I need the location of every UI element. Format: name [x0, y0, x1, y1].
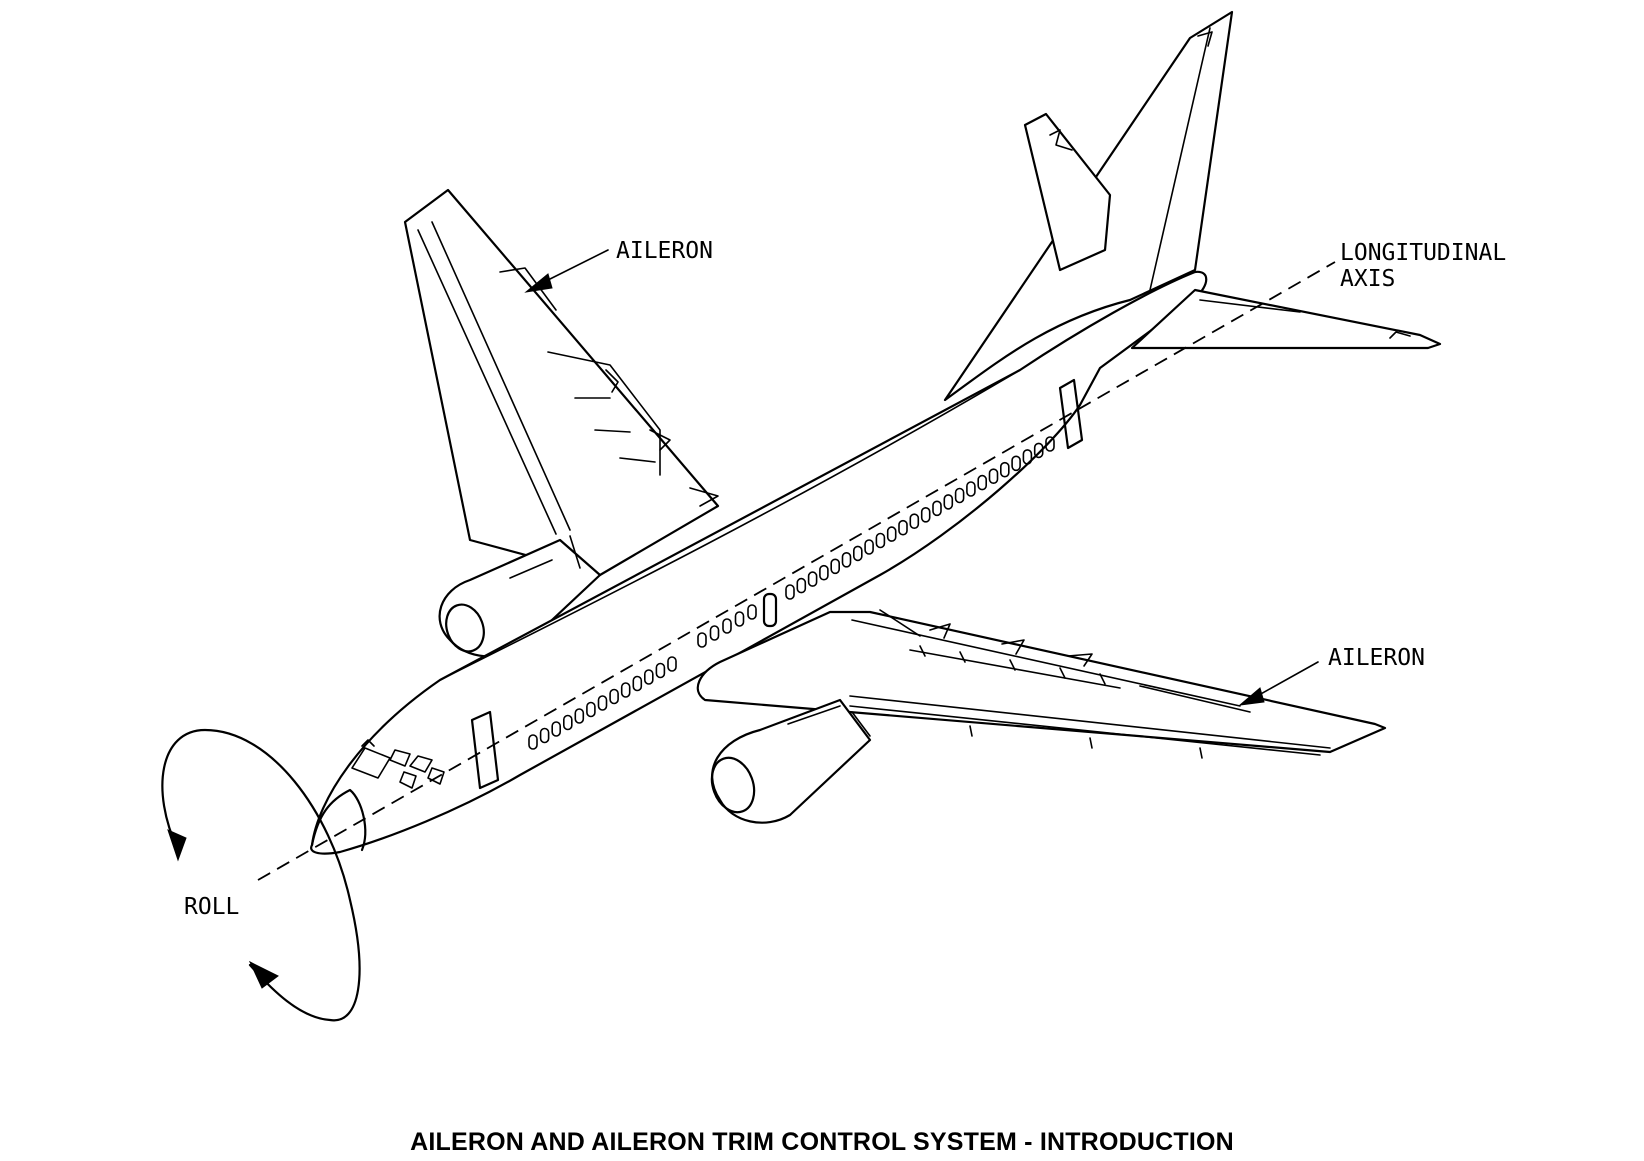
cabin-window [655, 662, 666, 679]
cabin-window [1022, 449, 1033, 465]
cabin-window [667, 656, 677, 672]
cabin-window [632, 675, 643, 692]
cabin-window [796, 577, 807, 594]
left-horizontal-stabilizer [1023, 112, 1112, 272]
longitudinal-axis-label-line2: AXIS [1340, 266, 1395, 292]
cabin-window [597, 695, 608, 711]
cabin-window [988, 468, 999, 485]
cabin-window [807, 571, 818, 587]
cabin-window [1045, 436, 1055, 452]
right-wing [696, 609, 1387, 759]
cabin-window [886, 526, 897, 542]
right-horizontal-stabilizer [1130, 288, 1442, 350]
cabin-window [574, 708, 585, 724]
roll-arrow [161, 728, 361, 1022]
cabin-window [586, 701, 596, 718]
cabin-window [977, 474, 988, 491]
roll-arrowhead-upper [167, 829, 187, 862]
cabin-window [864, 539, 874, 555]
cabin-window [722, 618, 732, 634]
aileron-lower-leader [1238, 661, 1319, 706]
cabin-windows [528, 436, 1055, 750]
right-engine [710, 698, 872, 824]
aileron-lower-label: AILERON [1328, 645, 1425, 671]
figure-title: AILERON AND AILERON TRIM CONTROL SYSTEM … [410, 1128, 1234, 1156]
cabin-window [709, 625, 720, 641]
cabin-window [528, 734, 538, 750]
cabin-window [697, 632, 707, 648]
aileron-upper-label: AILERON [616, 238, 713, 264]
cabin-window [1033, 442, 1044, 459]
cabin-window [747, 604, 757, 620]
cabin-window [943, 494, 954, 510]
left-engine [438, 535, 602, 658]
cabin-window [898, 519, 908, 536]
cabin-window [875, 532, 886, 549]
cabin-window [643, 669, 654, 685]
cabin-window [562, 714, 573, 731]
cabin-window [551, 721, 562, 737]
fuselage [310, 270, 1208, 855]
cabin-window [734, 611, 745, 627]
cabin-window [932, 500, 942, 517]
cabin-window [852, 545, 863, 562]
cabin-window [609, 688, 619, 705]
cabin-window [920, 506, 931, 523]
cabin-window [785, 584, 795, 600]
cabin-window [841, 551, 852, 568]
cabin-window [966, 481, 976, 497]
cabin-window [539, 727, 550, 744]
cabin-window [830, 558, 841, 575]
cabin-window [954, 487, 965, 504]
cabin-window [909, 513, 920, 530]
longitudinal-axis-line [257, 261, 1336, 881]
cabin-window [819, 564, 829, 581]
aileron-upper-leader [524, 249, 609, 293]
roll-label: ROLL [184, 894, 239, 920]
cabin-window [1011, 455, 1021, 472]
roll-arrowhead-lower [248, 960, 279, 989]
cabin-window [999, 461, 1010, 478]
longitudinal-axis-label-line1: LONGITUDINAL [1340, 240, 1506, 266]
cabin-window [620, 682, 631, 698]
